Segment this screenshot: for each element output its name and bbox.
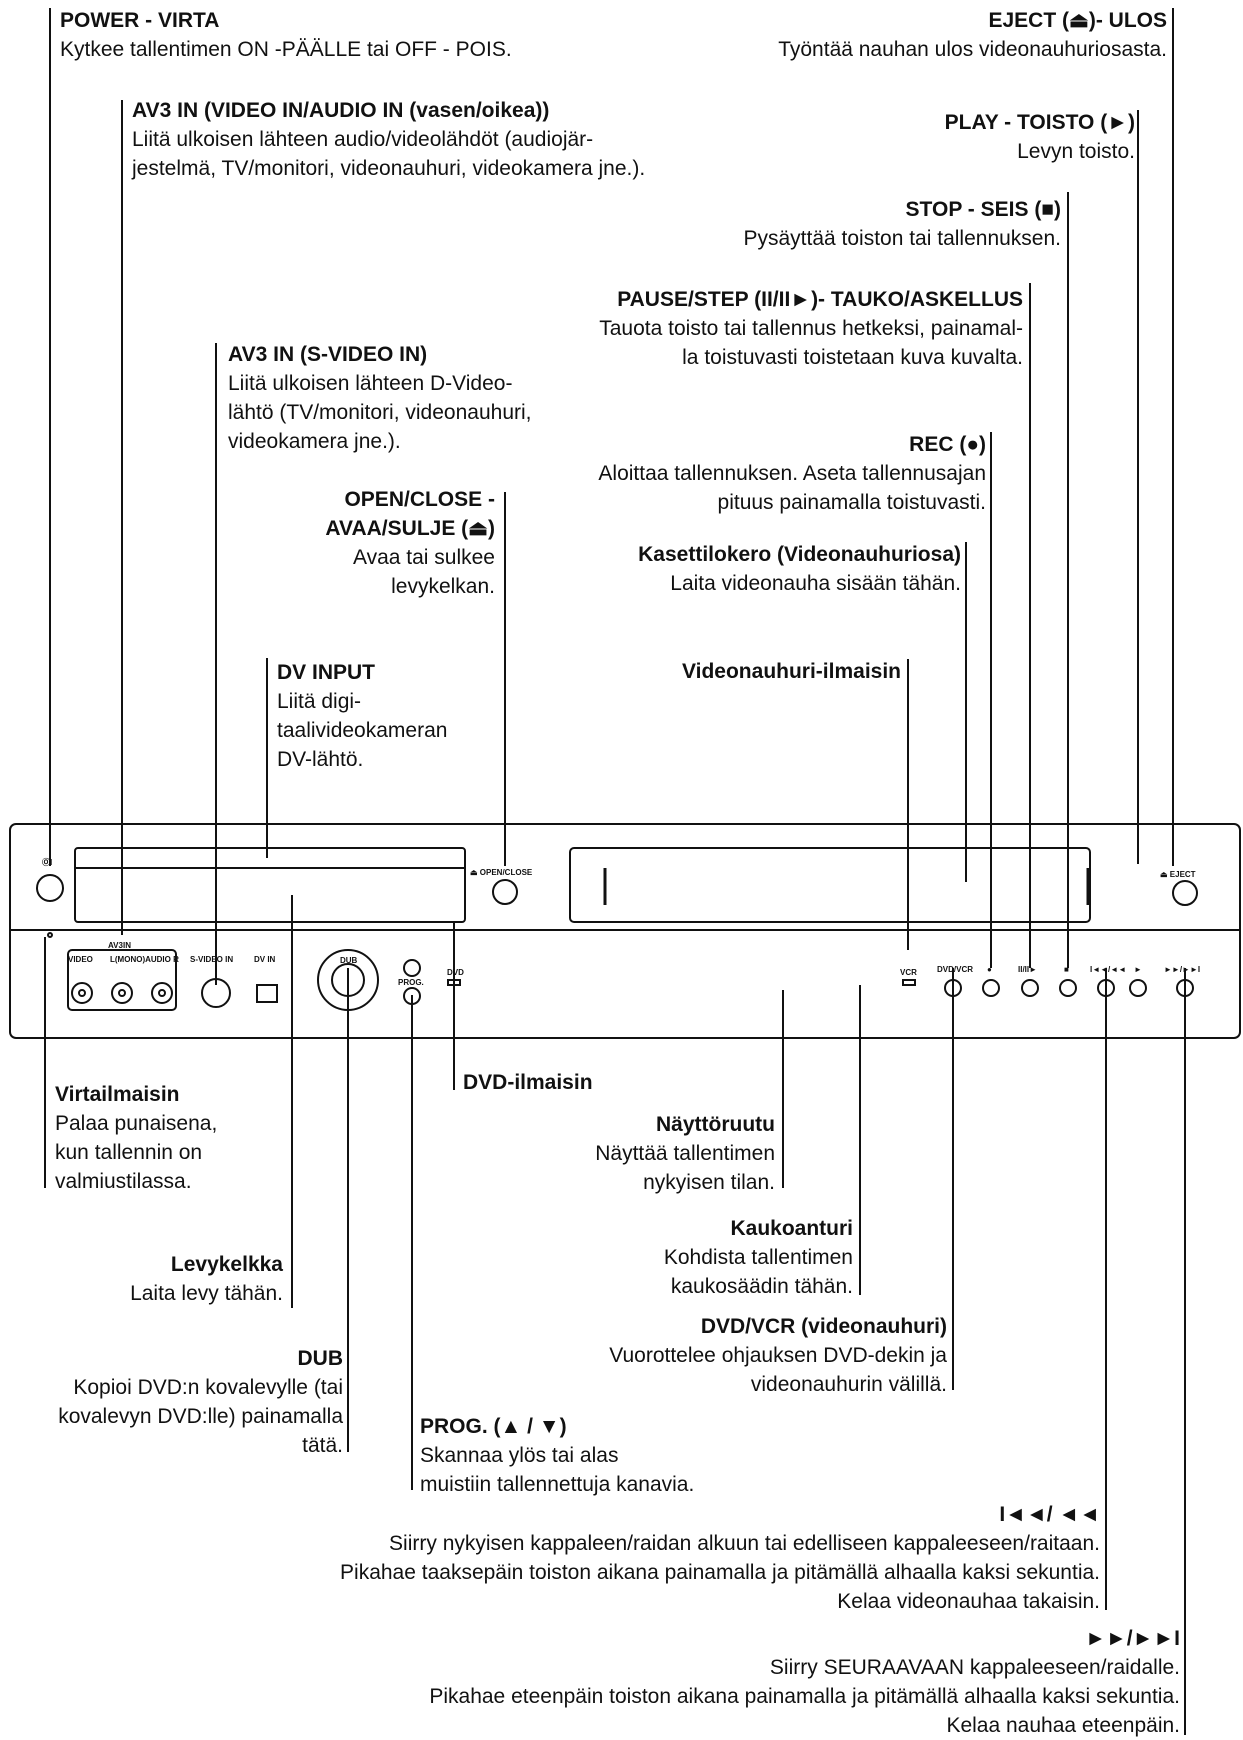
- video-jack[interactable]: [71, 982, 93, 1004]
- callout-prev: I◄◄/ ◄◄ Siirry nykyisen kappaleen/raidan…: [340, 1503, 1100, 1613]
- stop-label: ■: [1064, 965, 1069, 974]
- rec-button[interactable]: [982, 979, 1000, 997]
- video-label: VIDEO: [68, 955, 93, 964]
- cassette-slot: [569, 847, 1091, 923]
- callout-dub: DUB Kopioi DVD:n kovalevylle (tai kovale…: [58, 1347, 343, 1457]
- callout-svideo: AV3 IN (S-VIDEO IN) Liitä ulkoisen lähte…: [228, 343, 532, 453]
- audio-label: L(MONO)AUDIO R: [110, 955, 179, 964]
- disc-tray: [74, 847, 466, 923]
- svideo-label: S-VIDEO IN: [190, 955, 233, 964]
- callout-pause: PAUSE/STEP (II/II►)- TAUKO/ASKELLUS Tauo…: [599, 288, 1023, 369]
- stop-button[interactable]: [1059, 979, 1077, 997]
- svideo-jack[interactable]: [201, 978, 231, 1008]
- dvin-label: DV IN: [254, 955, 276, 964]
- open-close-button[interactable]: [492, 879, 518, 905]
- callout-cassette: Kasettilokero (Videonauhuriosa) Laita vi…: [638, 543, 961, 595]
- next-button[interactable]: [1176, 979, 1194, 997]
- audio-l-jack[interactable]: [111, 982, 133, 1004]
- play-label: ►: [1134, 965, 1142, 974]
- power-button[interactable]: [36, 874, 64, 902]
- dub-dial[interactable]: [317, 949, 379, 1011]
- dvd-vcr-button[interactable]: [944, 979, 962, 997]
- power-indicator: [47, 932, 53, 938]
- callout-power: POWER - VIRTA Kytkee tallentimen ON -PÄÄ…: [60, 9, 512, 61]
- av3in-label: AV3IN: [108, 941, 131, 950]
- dub-label: DUB: [340, 956, 358, 965]
- play-button[interactable]: [1129, 979, 1147, 997]
- next-label: ►►/►►I: [1164, 965, 1200, 974]
- open-close-label: ⏏ OPEN/CLOSE: [470, 868, 533, 877]
- eject-button[interactable]: [1172, 880, 1198, 906]
- callout-rec: REC (●) Aloittaa tallennuksen. Aseta tal…: [598, 433, 986, 514]
- dv-in-port[interactable]: [256, 984, 278, 1003]
- av3in-bracket: [67, 949, 177, 1011]
- callout-stop: STOP - SEIS (■) Pysäyttää toiston tai ta…: [743, 198, 1061, 250]
- callout-dv-input: DV INPUT Liitä digi- taalivideokameran D…: [277, 661, 448, 771]
- audio-r-jack[interactable]: [151, 982, 173, 1004]
- dvd-indicator: [447, 979, 461, 986]
- prog-down-button[interactable]: [403, 987, 421, 1005]
- pause-button[interactable]: [1021, 979, 1039, 997]
- dvdvcr-label: DVD/VCR: [937, 965, 973, 974]
- callout-vcr-indicator: Videonauhuri-ilmaisin: [682, 660, 901, 683]
- callout-open-close: OPEN/CLOSE - AVAA/SULJE (⏏) Avaa tai sul…: [325, 488, 495, 598]
- callout-av3-in: AV3 IN (VIDEO IN/AUDIO IN (vasen/oikea))…: [132, 99, 646, 180]
- prog-up-button[interactable]: [403, 959, 421, 977]
- eject-label: ⏏ EJECT: [1160, 870, 1196, 879]
- prev-button[interactable]: [1097, 979, 1115, 997]
- callout-remote-sensor: Kaukoanturi Kohdista tallentimen kaukosä…: [663, 1217, 853, 1298]
- callout-disc-tray: Levykelkka Laita levy tähän.: [130, 1253, 283, 1305]
- callout-play: PLAY - TOISTO (►) Levyn toisto.: [944, 111, 1135, 163]
- dvd-label: DVD: [447, 968, 464, 977]
- vcr-label: VCR: [900, 968, 917, 977]
- prog-label: PROG.: [398, 978, 424, 987]
- callout-next: ►►/►►I Siirry SEURAAVAAN kappaleeseen/ra…: [429, 1627, 1180, 1737]
- power-label: ⓄI: [42, 857, 52, 867]
- pause-label: II/II►: [1018, 965, 1037, 974]
- callout-prog: PROG. (▲ / ▼) Skannaa ylös tai alas muis…: [420, 1415, 695, 1496]
- callout-dvd-vcr: DVD/VCR (videonauhuri) Vuorottelee ohjau…: [609, 1315, 947, 1396]
- callout-display: Näyttöruutu Näyttää tallentimen nykyisen…: [595, 1113, 775, 1194]
- prev-label: I◄◄/◄◄: [1090, 965, 1126, 974]
- callout-power-indicator: Virtailmaisin Palaa punaisena, kun talle…: [55, 1083, 218, 1193]
- callout-dvd-indicator: DVD-ilmaisin: [463, 1071, 593, 1094]
- rec-label: ●: [987, 965, 992, 974]
- vcr-indicator: [902, 979, 916, 986]
- callout-eject: EJECT (⏏)- ULOS Työntää nauhan ulos vide…: [778, 9, 1167, 61]
